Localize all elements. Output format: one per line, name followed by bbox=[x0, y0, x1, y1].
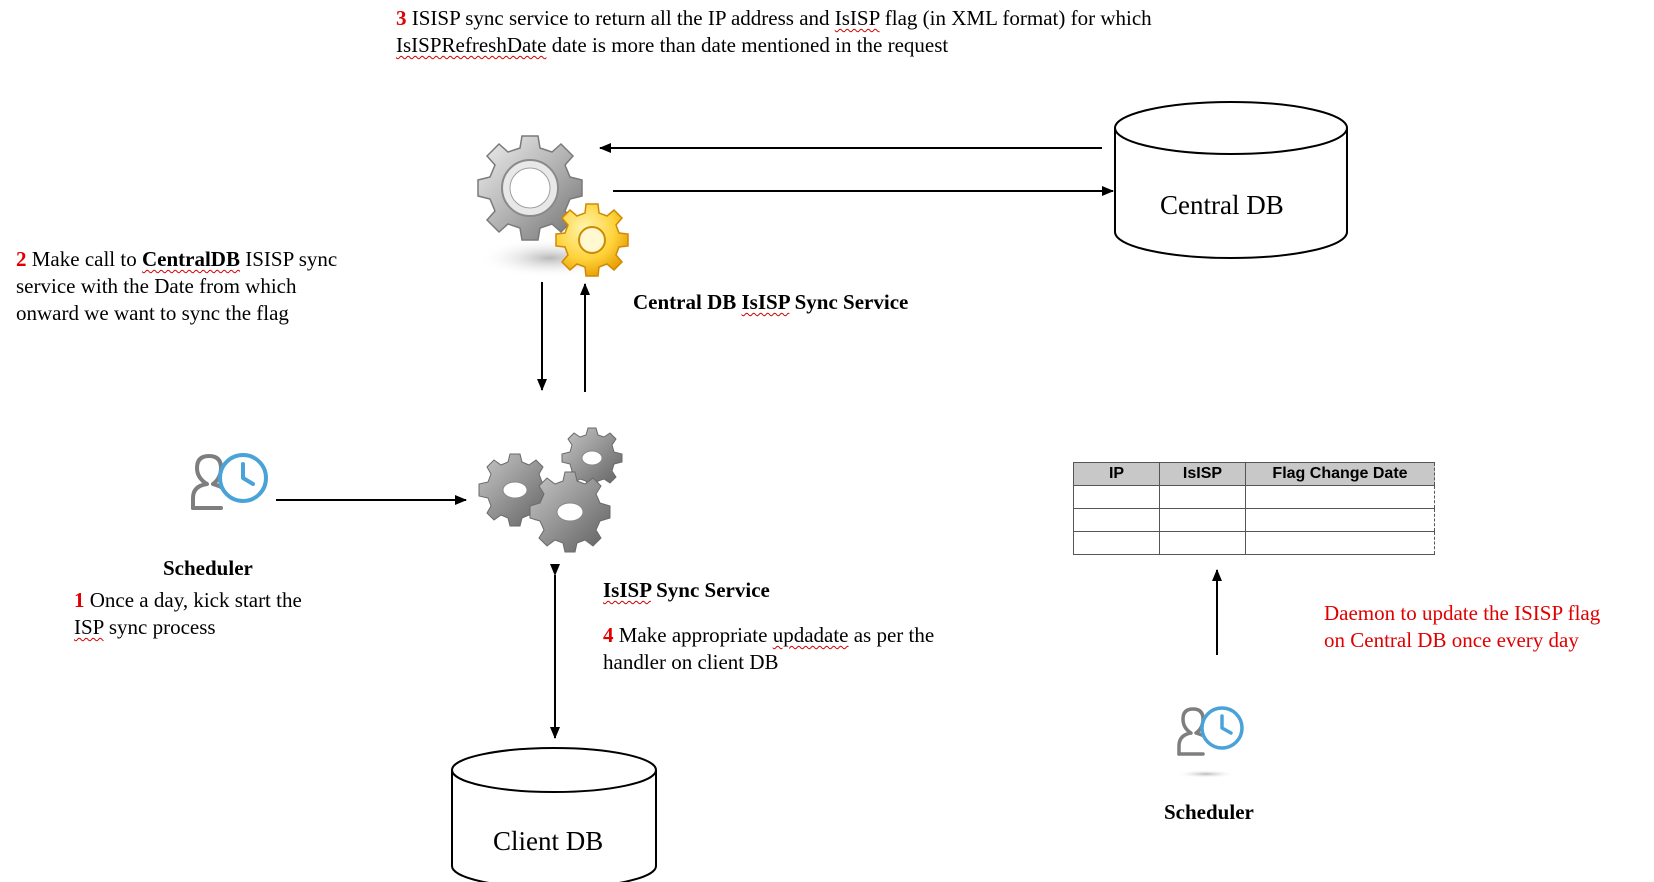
table-cell bbox=[1245, 508, 1435, 532]
central-service-label-a: Central DB bbox=[633, 290, 742, 314]
step1-text-c: sync process bbox=[103, 615, 216, 639]
step1-line1: 1 Once a day, kick start the bbox=[74, 587, 302, 614]
step2-line1: 2 Make call to CentralDB ISISP sync bbox=[16, 246, 337, 273]
step1-text-a: Once a day, kick start the bbox=[84, 588, 302, 612]
table-cell bbox=[1159, 531, 1246, 555]
scheduler-left-icon bbox=[191, 453, 268, 510]
central-service-gears-icon bbox=[477, 135, 629, 278]
step2-number: 2 bbox=[16, 247, 27, 271]
step3-line1: 3 ISISP sync service to return all the I… bbox=[396, 5, 1152, 32]
client-db-label: Client DB bbox=[493, 826, 604, 856]
step3-line2: IsISPRefreshDate date is more than date … bbox=[396, 32, 948, 59]
step1-number: 1 bbox=[74, 588, 85, 612]
step2-text-b: CentralDB bbox=[141, 247, 240, 271]
scheduler-right-label: Scheduler bbox=[1164, 800, 1254, 824]
step3-text-d: IsISPRefreshDate bbox=[396, 33, 547, 57]
central-service-label-c: Sync Service bbox=[789, 290, 909, 314]
table-cell bbox=[1159, 485, 1246, 509]
table-cell bbox=[1073, 485, 1160, 509]
table-row bbox=[1073, 531, 1435, 555]
step1-line2: ISP sync process bbox=[74, 614, 216, 641]
scheduler-left-label: Scheduler bbox=[163, 556, 253, 580]
table-cell bbox=[1073, 508, 1160, 532]
table-cell bbox=[1159, 508, 1246, 532]
central-service-label: Central DB IsISP Sync Service bbox=[633, 290, 908, 315]
step4-line2: handler on client DB bbox=[603, 650, 779, 674]
table-row bbox=[1073, 485, 1435, 509]
step2-line3: onward we want to sync the flag bbox=[16, 301, 289, 325]
isisp-service-label-a: IsISP bbox=[603, 578, 651, 602]
step1-text-b: ISP bbox=[74, 615, 104, 639]
step3-text-b: IsISP bbox=[834, 6, 880, 30]
step2-text-a: Make call to bbox=[26, 247, 142, 271]
table-row bbox=[1073, 508, 1435, 532]
step4-text-b: updadate bbox=[772, 623, 849, 647]
table-header-ip: IP bbox=[1073, 462, 1160, 486]
isisp-service-label-b: Sync Service bbox=[650, 578, 770, 602]
step3-text-a: ISISP sync service to return all the IP … bbox=[411, 6, 835, 30]
table-header-isisp: IsISP bbox=[1159, 462, 1246, 486]
table-cell bbox=[1245, 531, 1435, 555]
step4-text-a: Make appropriate bbox=[613, 623, 773, 647]
daemon-line2: on Central DB once every day bbox=[1324, 628, 1579, 652]
step3-text-c: flag (in XML format) for which bbox=[879, 6, 1152, 30]
daemon-line1: Daemon to update the ISISP flag bbox=[1324, 601, 1601, 625]
table-cell bbox=[1245, 485, 1435, 509]
table-header-row: IP IsISP Flag Change Date bbox=[1073, 462, 1435, 486]
central-db-label: Central DB bbox=[1160, 190, 1284, 220]
scheduler-right-icon bbox=[1176, 706, 1244, 778]
step4-number: 4 bbox=[603, 623, 614, 647]
central-service-label-b: IsISP bbox=[741, 290, 790, 314]
step4-text-c: as per the bbox=[848, 623, 935, 647]
isp-flag-table: IP IsISP Flag Change Date bbox=[1073, 462, 1435, 555]
step4-line1: 4 Make appropriate updadate as per the bbox=[603, 622, 934, 649]
step2-line2: service with the Date from which bbox=[16, 274, 297, 298]
table-cell bbox=[1073, 531, 1160, 555]
step2-text-c: ISISP sync bbox=[239, 247, 338, 271]
client-db-cylinder bbox=[451, 747, 657, 882]
isisp-service-gears-icon bbox=[478, 427, 623, 553]
table-header-flag-change-date: Flag Change Date bbox=[1245, 462, 1435, 486]
step3-number: 3 bbox=[396, 6, 407, 30]
central-db-cylinder bbox=[1114, 101, 1348, 259]
step3-text-e: date is more than date mentioned in the … bbox=[546, 33, 949, 57]
isisp-service-label: IsISP Sync Service bbox=[603, 578, 770, 603]
